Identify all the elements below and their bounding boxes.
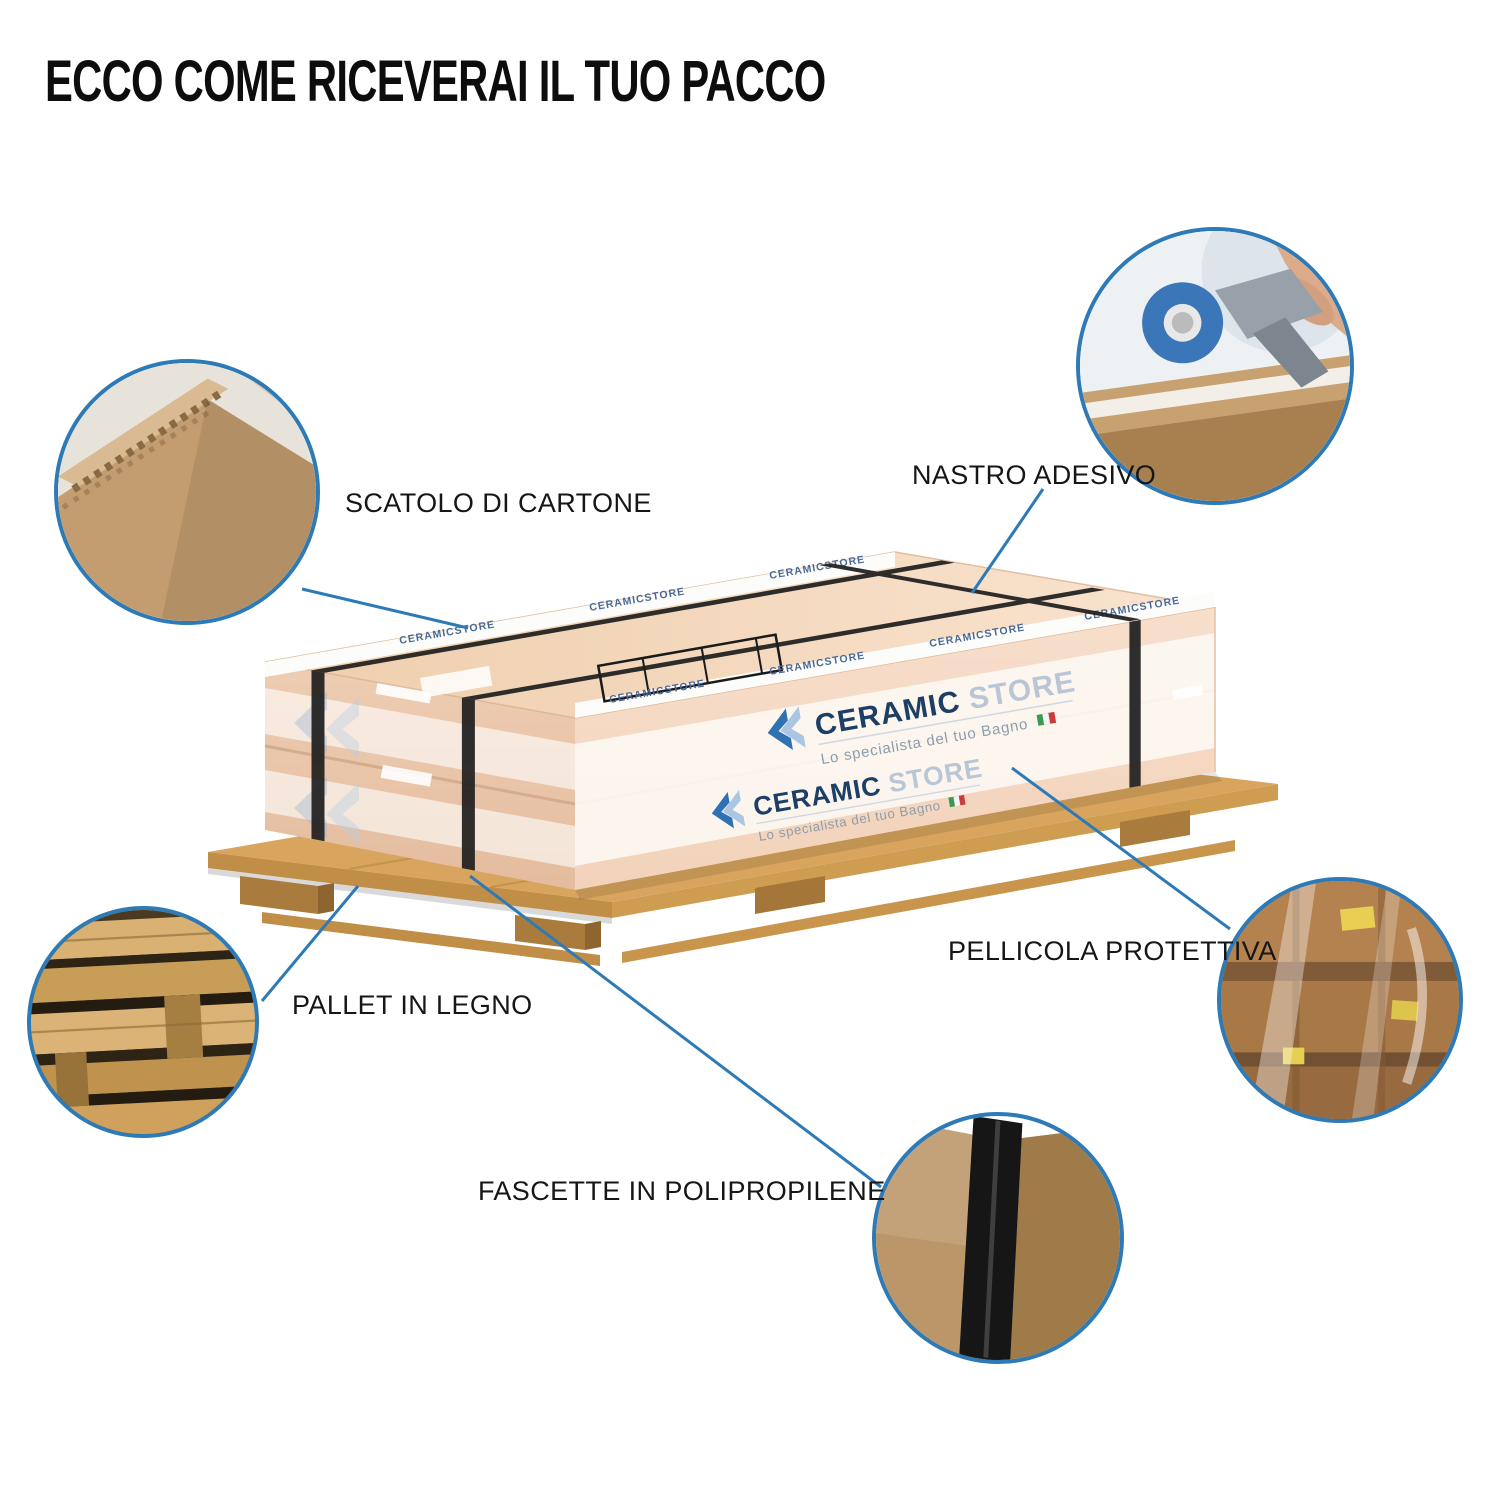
- wood-pallet-image: [31, 910, 255, 1134]
- carton-box: CERAMICSTORE CERAMICSTORE CERAMICSTORE C…: [264, 551, 1216, 890]
- italy-flag-icon: [948, 794, 966, 808]
- brand-chevron-icon: [723, 790, 746, 827]
- brand-chevron-icon: [780, 706, 806, 748]
- connector-nastro: [970, 488, 1045, 594]
- label-pellicola: PELLICOLA PROTETTIVA: [948, 936, 1277, 966]
- callout-photo-pallet: [27, 906, 259, 1138]
- strap-corner-image: [876, 1116, 1120, 1360]
- label-pallet: PALLET IN LEGNO: [292, 990, 533, 1020]
- tape-dispenser: [1215, 268, 1323, 339]
- label-fascette: FASCETTE IN POLIPROPILENE: [478, 1176, 886, 1206]
- shrinkwrap-image: [1221, 881, 1459, 1119]
- connector-pellicola: [1011, 766, 1231, 931]
- brand-chevron-icon: [767, 708, 793, 750]
- tape-gun-image: [1080, 231, 1350, 501]
- connector-fascette: [469, 874, 882, 1189]
- brand-chevron-icon: [711, 791, 734, 829]
- adhesive-tape: [265, 552, 1215, 718]
- callout-photo-cardboard: [54, 359, 320, 625]
- label-scatolo: SCATOLO DI CARTONE: [345, 488, 652, 518]
- connector-pallet: [260, 885, 360, 1002]
- connector-scatolo: [301, 587, 469, 630]
- callout-photo-shrinkwrap: [1217, 877, 1463, 1123]
- callout-photo-strap: [872, 1112, 1124, 1364]
- italy-flag-icon: [1036, 711, 1057, 726]
- cardboard-closeup-image: [58, 363, 316, 621]
- protective-film: [575, 633, 1215, 866]
- page-title: ECCO COME RICEVERAI IL TUO PACCO: [45, 49, 826, 114]
- label-nastro: NASTRO ADESIVO: [912, 460, 1157, 490]
- callout-photo-tape: [1076, 227, 1354, 505]
- straps: [311, 560, 1141, 871]
- print-marks: [596, 633, 784, 703]
